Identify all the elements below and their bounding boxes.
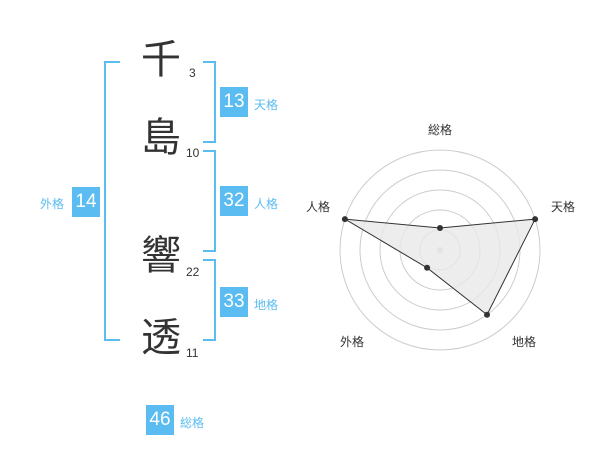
radar-axis-label: 天格 — [551, 199, 575, 214]
name-char-1: 千 — [141, 37, 181, 83]
tenkaku-label: 天格 — [254, 98, 279, 112]
radar-axis-label: 総格 — [428, 122, 452, 137]
radar-grid-ring — [339, 149, 541, 351]
stroke-count-2: 10 — [186, 146, 200, 160]
radar-point — [424, 264, 431, 271]
jinkaku-value-box: 32 — [220, 186, 248, 216]
name-char-4: 透 — [141, 315, 181, 361]
radar-point — [341, 216, 348, 223]
stroke-count-1: 3 — [189, 66, 196, 80]
tenkaku-value-box: 13 — [220, 87, 248, 117]
radar-axis-label: 地格 — [512, 334, 536, 349]
radar-polygon — [344, 218, 536, 316]
name-char-2: 島 — [141, 115, 181, 161]
radar-axis-label: 人格 — [306, 199, 330, 214]
radar-point — [484, 311, 491, 318]
soukaku-label: 総格 — [180, 416, 205, 430]
chikaku-value-box: 33 — [220, 287, 248, 317]
radar-point — [437, 225, 443, 231]
gaikaku-bracket — [104, 61, 120, 341]
radar-axis-label: 外格 — [340, 334, 364, 349]
gaikaku-value-box: 14 — [72, 187, 100, 217]
stroke-count-3: 22 — [186, 265, 200, 279]
chikaku-bracket — [203, 259, 216, 341]
name-char-3: 響 — [141, 233, 181, 279]
soukaku-value-box: 46 — [146, 405, 174, 435]
tenkaku-bracket — [203, 61, 216, 143]
chikaku-label: 地格 — [254, 298, 279, 312]
gaikaku-label: 外格 — [40, 197, 65, 211]
jinkaku-label: 人格 — [254, 197, 279, 211]
radar-point — [532, 216, 539, 223]
stroke-count-4: 11 — [186, 346, 199, 360]
jinkaku-bracket — [203, 150, 216, 252]
